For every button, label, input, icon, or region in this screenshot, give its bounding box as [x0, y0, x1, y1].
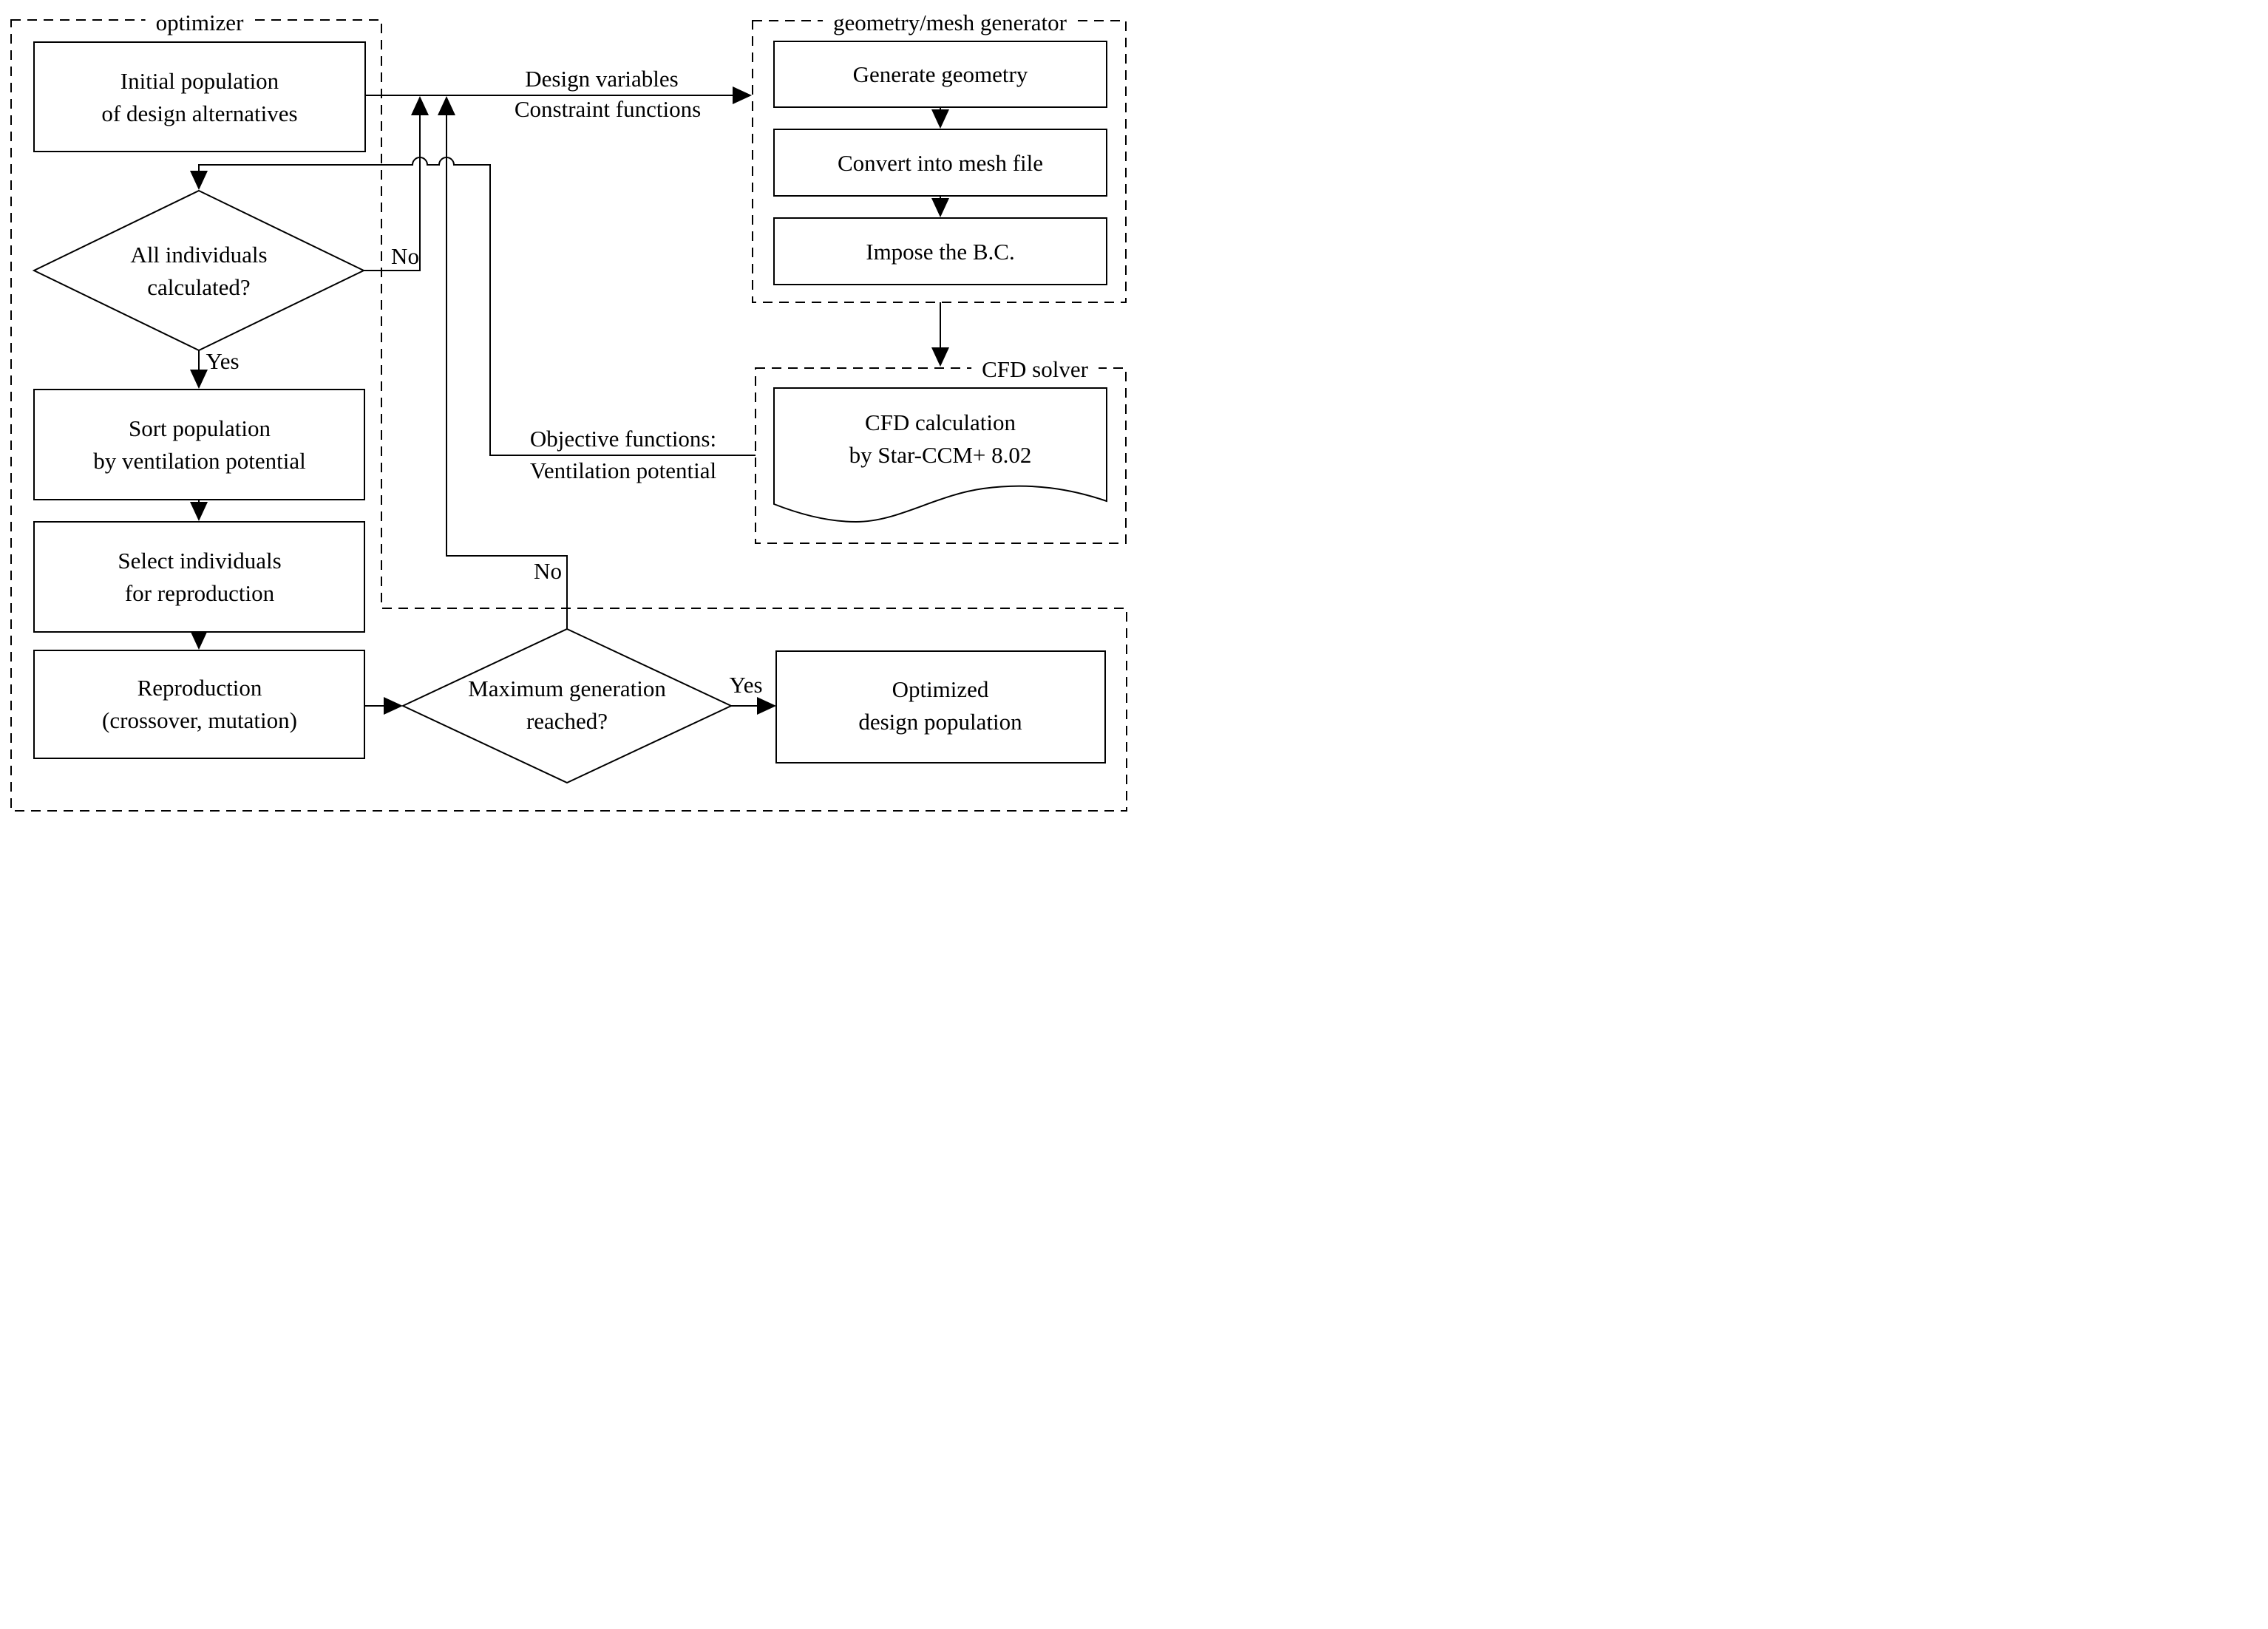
ventilation-potential-label: Ventilation potential: [529, 458, 717, 483]
reproduction-line2: (crossover, mutation): [102, 707, 297, 733]
convert-mesh-box: [773, 129, 1107, 197]
select-individuals-label: Select individuals for reproduction: [118, 545, 281, 610]
optimized-design-box: [775, 650, 1106, 764]
select-individuals-line2: for reproduction: [124, 580, 275, 606]
reproduction-label: Reproduction (crossover, mutation): [102, 672, 297, 737]
cfd-calculation-document: [773, 387, 1107, 523]
arrowhead-into-select: [190, 502, 208, 521]
generate-geometry-box: [773, 41, 1107, 108]
sort-population-line2: by ventilation potential: [93, 448, 306, 474]
cfd-calculation-line1: CFD calculation: [864, 409, 1016, 435]
cfd-solver-group-label: CFD solver: [971, 353, 1099, 386]
arrowhead-into-cfd: [931, 347, 949, 367]
constraint-functions-label: Constraint functions: [514, 96, 702, 122]
edge-no-all-individuals: [364, 115, 421, 271]
no-all-individuals-label: No: [391, 243, 419, 269]
all-individuals-diamond: [32, 189, 366, 352]
select-individuals-line1: Select individuals: [118, 548, 282, 574]
optimized-design-line1: Optimized: [892, 676, 989, 702]
edge-objective-return: [198, 157, 756, 456]
max-generation-line2: reached?: [526, 708, 608, 734]
impose-bc-label: Impose the B.C.: [866, 239, 1015, 265]
initial-population-box: [33, 41, 366, 152]
yes-max-generation-label: Yes: [729, 672, 763, 698]
arrowhead-into-reproduction: [190, 630, 208, 650]
all-individuals-label: All individuals calculated?: [130, 239, 267, 304]
arrowhead-into-optimized: [757, 697, 776, 715]
select-individuals-box: [33, 521, 365, 633]
arrowhead-no1-up: [411, 96, 429, 115]
initial-population-line2: of design alternatives: [101, 101, 298, 126]
arrowhead-into-generator: [733, 86, 752, 104]
sort-population-box: [33, 389, 365, 500]
initial-population-label: Initial population of design alternative…: [101, 65, 297, 130]
arrowhead-into-convert: [931, 109, 949, 129]
yes-all-individuals-label: Yes: [206, 348, 240, 374]
arrowhead-into-impose: [931, 198, 949, 217]
geometry-mesh-group-label: geometry/mesh generator: [823, 7, 1077, 39]
cfd-calculation-line2: by Star-CCM+ 8.02: [849, 442, 1032, 468]
all-individuals-line1: All individuals: [130, 242, 268, 268]
flowchart-wires: [10, 19, 1127, 812]
objective-functions-label: Objective functions:: [529, 426, 717, 452]
max-generation-diamond: [401, 628, 733, 784]
cfd-calculation-label: CFD calculation by Star-CCM+ 8.02: [849, 407, 1032, 472]
optimized-design-line2: design population: [858, 709, 1022, 735]
arrowhead-into-sort: [190, 370, 208, 389]
flowchart-canvas: optimizer geometry/mesh generator CFD so…: [0, 0, 1134, 815]
optimizer-group-label: optimizer: [145, 7, 254, 39]
max-generation-line1: Maximum generation: [468, 676, 666, 701]
no-max-generation-label: No: [534, 558, 562, 584]
design-variables-label: Design variables: [525, 66, 679, 92]
max-generation-label: Maximum generation reached?: [468, 673, 666, 738]
generate-geometry-label: Generate geometry: [852, 61, 1028, 87]
edge-no-max-generation: [446, 115, 568, 629]
all-individuals-line2: calculated?: [147, 274, 251, 300]
reproduction-line1: Reproduction: [137, 675, 262, 701]
initial-population-line1: Initial population: [120, 68, 279, 94]
optimized-design-label: Optimized design population: [858, 673, 1022, 738]
cfd-solver-group-outline: [755, 367, 1127, 544]
arrowhead-no2-up: [438, 96, 455, 115]
reproduction-box: [33, 650, 365, 759]
arrowhead-into-all-individuals: [190, 171, 208, 190]
sort-population-label: Sort population by ventilation potential: [93, 412, 306, 477]
convert-mesh-label: Convert into mesh file: [837, 150, 1044, 176]
arrowhead-into-max-generation: [384, 697, 403, 715]
impose-bc-box: [773, 217, 1107, 285]
sort-population-line1: Sort population: [128, 415, 271, 441]
